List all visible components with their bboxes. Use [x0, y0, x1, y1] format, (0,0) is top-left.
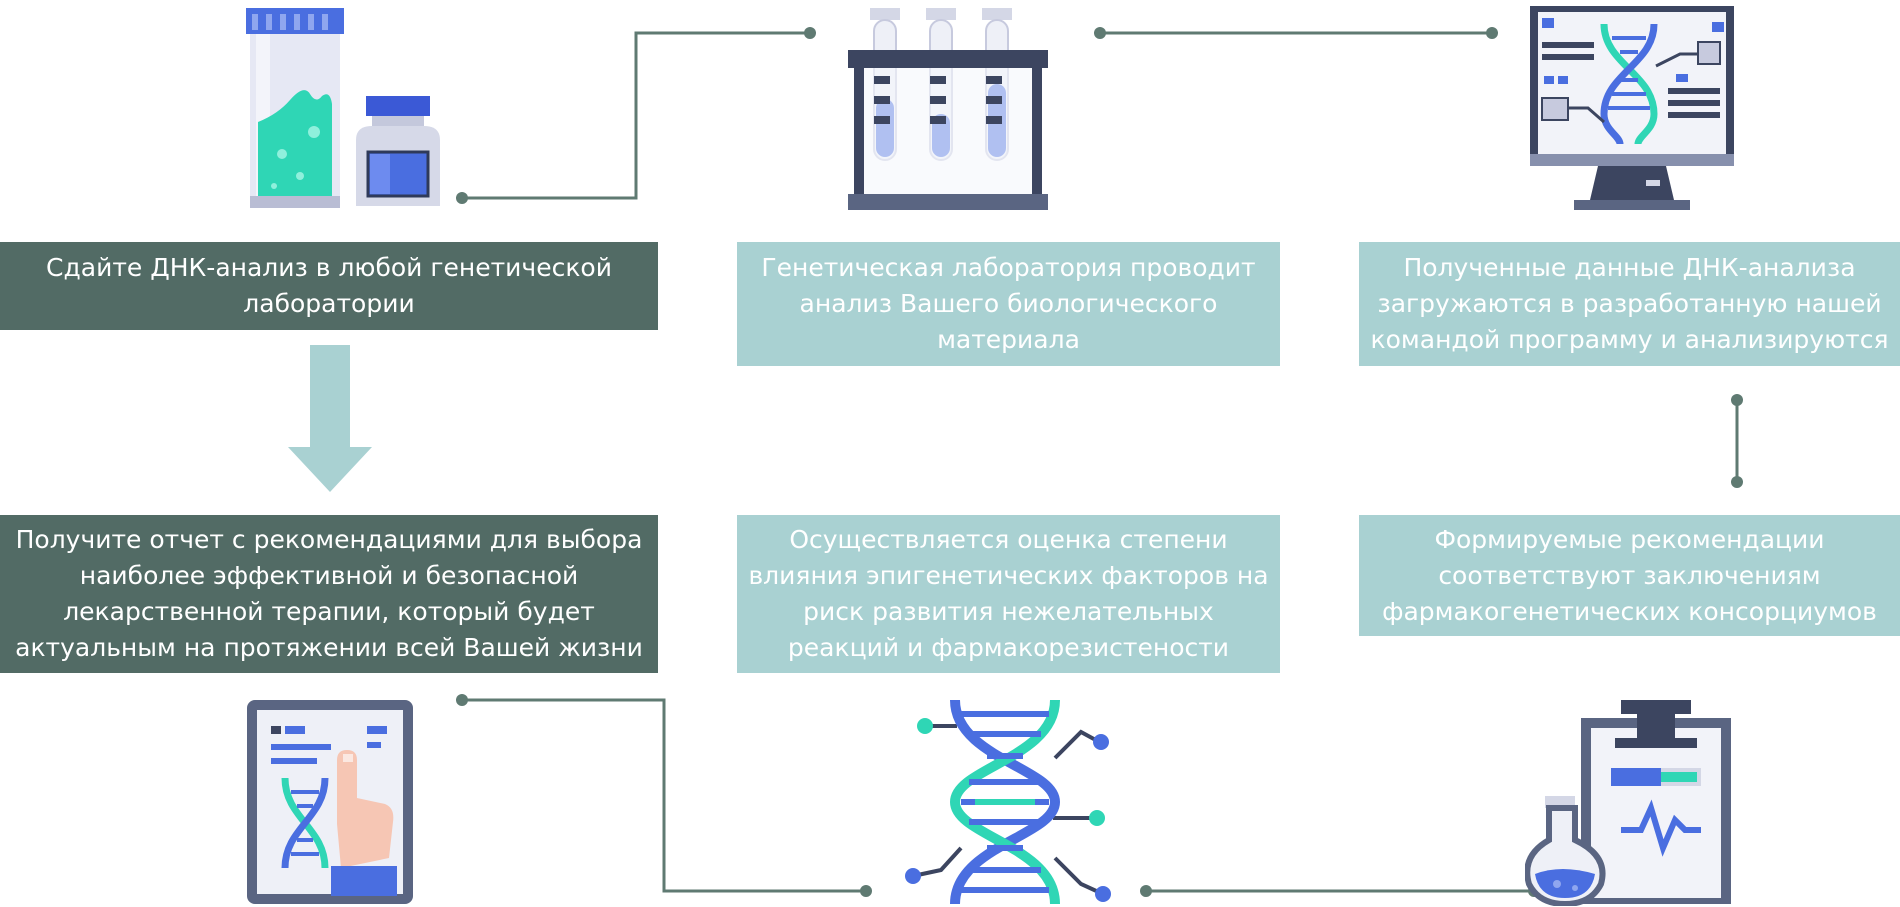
connector-1-2 [462, 31, 810, 200]
clipboard-flask-icon [1525, 700, 1731, 906]
step-5-box: Осуществляется оценка степени влияния эп… [737, 515, 1280, 673]
step-6-text: Получите отчет с рекомендациями для выбо… [15, 525, 643, 662]
test-tube-rack-icon [848, 8, 1048, 210]
dna-helix-icon [905, 699, 1111, 905]
step-2-text: Генетическая лаборатория проводит анализ… [761, 253, 1256, 354]
step-3-box: Полученные данные ДНК-анализа загружаютс… [1359, 242, 1900, 366]
step-4-text: Формируемые рекомендации соответствуют з… [1382, 524, 1877, 626]
step-3-text: Полученные данные ДНК-анализа загружаютс… [1370, 253, 1889, 354]
step-1-box: Сдайте ДНК-анализ в любой генетической л… [0, 242, 658, 330]
step-1-text: Сдайте ДНК-анализ в любой генетической л… [46, 253, 612, 318]
connector-5-6 [462, 698, 866, 893]
dna-monitor-icon [1530, 6, 1734, 210]
dna-tablet-icon [247, 700, 413, 904]
step-4-box: Формируемые рекомендации соответствуют з… [1359, 515, 1900, 636]
step-2-box: Генетическая лаборатория проводит анализ… [737, 242, 1280, 366]
sample-bottles-icon [246, 8, 440, 208]
step-6-box: Получите отчет с рекомендациями для выбо… [0, 515, 658, 673]
step-5-text: Осуществляется оценка степени влияния эп… [748, 525, 1269, 662]
down-arrow [288, 345, 372, 492]
